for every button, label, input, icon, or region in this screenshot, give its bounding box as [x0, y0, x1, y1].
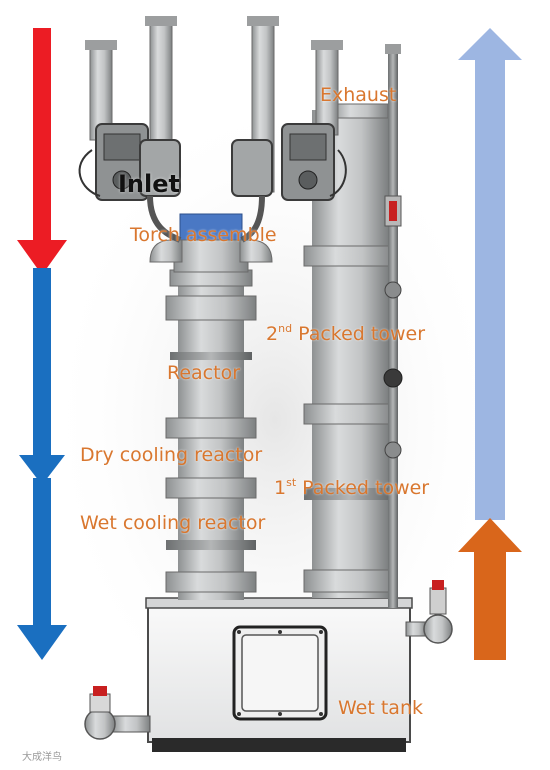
inlet-valve	[84, 708, 116, 740]
blue-arrow-head-2	[17, 625, 67, 660]
blue-arrow-shaft-1	[33, 268, 51, 458]
light-blue-arrow-head	[458, 28, 522, 60]
red-arrow-shaft	[33, 28, 51, 250]
left-down-arrow	[17, 28, 67, 660]
orange-arrow-shaft	[474, 550, 506, 660]
wet-tank-label: Wet tank	[338, 697, 423, 719]
blue-arrow-shaft-2	[33, 478, 51, 628]
reactor-column	[149, 213, 273, 600]
torch-assemble-label: Torch assemble	[130, 224, 277, 246]
exhaust-label: Exhaust	[320, 84, 397, 106]
drain-valve	[423, 614, 453, 644]
tank-base	[152, 738, 406, 752]
dry-cooling-reactor-label: Dry cooling reactor	[80, 444, 263, 466]
gauge	[383, 368, 403, 388]
reactor-label: Reactor	[167, 362, 241, 384]
inlet-label: Inlet	[118, 170, 180, 198]
right-up-arrow	[458, 28, 522, 660]
watermark: 大成洋鸟	[22, 752, 62, 763]
torch-assembly	[78, 16, 347, 243]
blue-arrow-head-1	[19, 455, 65, 485]
wet-tank	[84, 580, 453, 752]
orange-arrow-head	[458, 518, 522, 552]
packed-tower-2-label: 2nd Packed tower	[266, 322, 426, 345]
light-blue-arrow-shaft	[475, 58, 505, 520]
packed-tower	[303, 44, 403, 608]
packed-tower-1-label: 1st Packed tower	[274, 476, 430, 499]
wet-cooling-reactor-label: Wet cooling reactor	[80, 512, 266, 534]
red-arrow-head	[17, 240, 67, 275]
